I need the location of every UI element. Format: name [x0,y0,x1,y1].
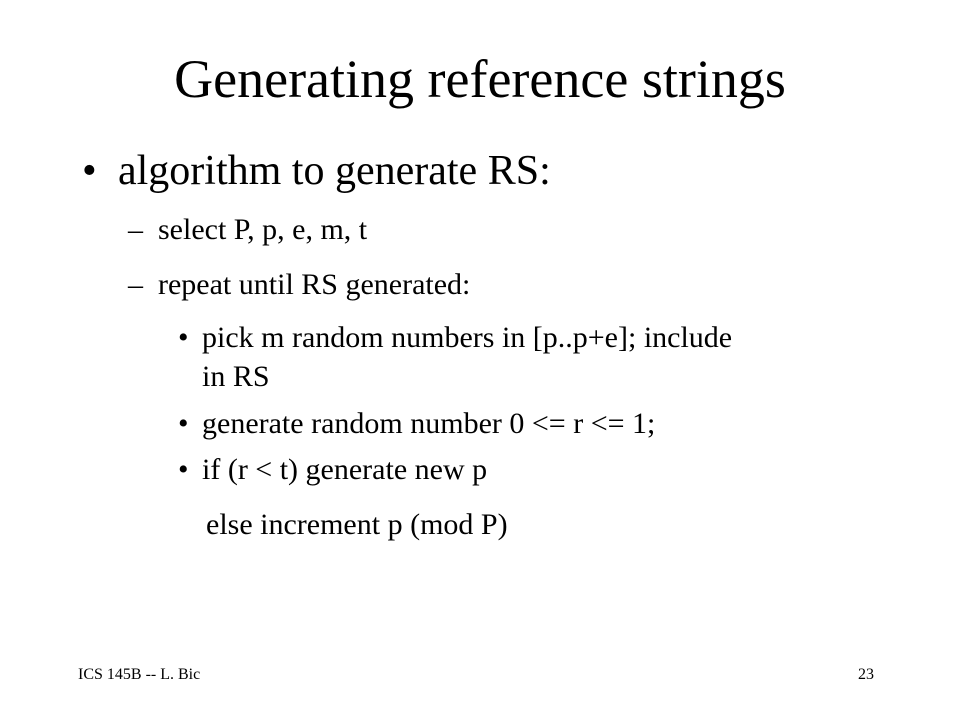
slide-title: Generating reference strings [174,49,786,109]
sub-bullet-text: repeat until RS generated: [158,268,471,301]
nested-bullet-text-continued: else increment p (mod P) [206,508,508,541]
bullet-marker: • [178,321,189,354]
dash-marker: – [128,268,143,301]
nested-bullet-text: if (r < t) generate new p [202,453,488,486]
footer-course: ICS 145B -- L. Bic [78,666,201,683]
bullet-marker: • [178,407,189,440]
main-bullet-text: algorithm to generate RS: [118,148,551,194]
nested-bullet-text: generate random number 0 <= r <= 1; [202,407,656,440]
sub-bullet-text: select P, p, e, m, t [158,213,368,246]
footer-page-number: 23 [858,666,874,683]
nested-bullet-text: pick m random numbers in [p..p+e]; inclu… [202,321,733,354]
bullet-marker: • [82,148,97,194]
bullet-marker: • [178,453,189,486]
dash-marker: – [128,213,143,246]
nested-bullet-text-continued: in RS [202,360,270,393]
